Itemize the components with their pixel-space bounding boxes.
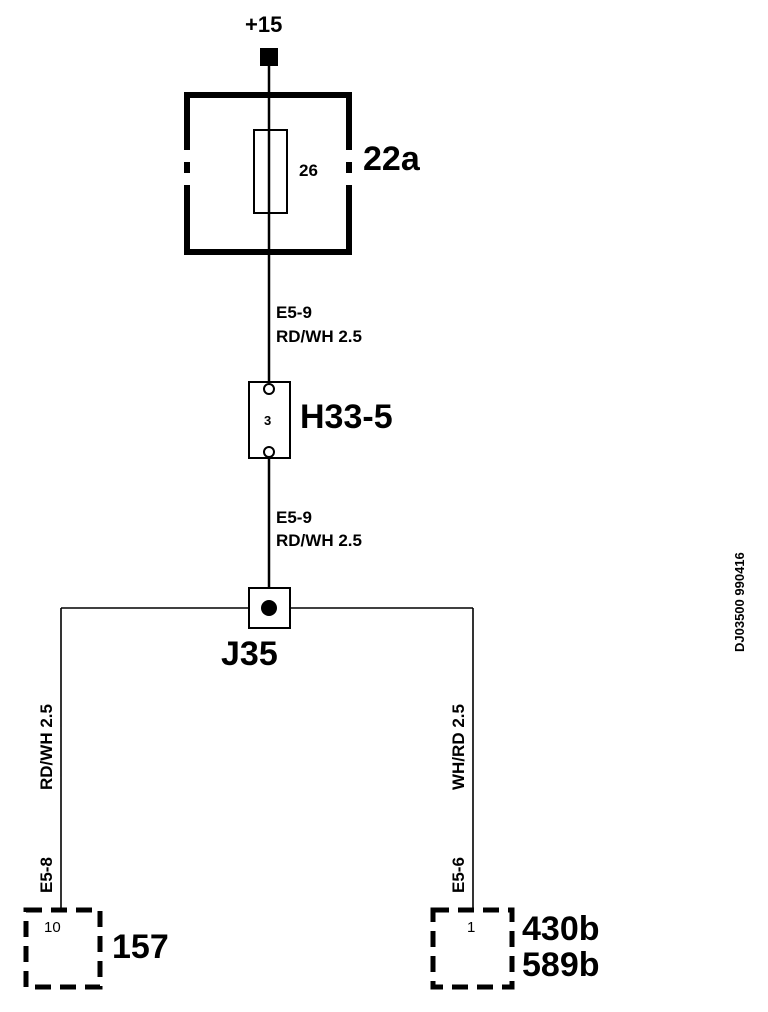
drawing-reference: DJ03500 990416: [732, 552, 747, 652]
wire-middle-code: E5-9: [276, 508, 312, 527]
component-157-pin: 10: [44, 919, 61, 936]
connector-pin-bottom: [263, 446, 275, 458]
fuse-element: [253, 129, 288, 214]
wire-upper-spec: RD/WH 2.5: [276, 327, 362, 346]
component-430b-id: 430b: [522, 910, 600, 948]
wire-left-spec: RD/WH 2.5: [37, 704, 56, 790]
fuse-number: 26: [299, 161, 318, 180]
wire-upper-code: E5-9: [276, 303, 312, 322]
connector-pin-top: [263, 383, 275, 395]
connector-pin-number: 3: [264, 413, 271, 428]
component-430b-box: [430, 907, 515, 990]
wire-middle-spec: RD/WH 2.5: [276, 531, 362, 550]
wire-right-code: E5-6: [449, 857, 468, 893]
component-157-box: [23, 907, 103, 990]
supply-label: +15: [245, 12, 282, 37]
component-157-id: 157: [112, 928, 169, 966]
fuse-box-id: 22a: [363, 140, 421, 178]
wire-left-code: E5-8: [37, 857, 56, 893]
connector-id: H33-5: [300, 398, 393, 436]
wire-right-spec: WH/RD 2.5: [449, 704, 468, 790]
component-430b-pin: 1: [467, 919, 475, 936]
junction-id: J35: [221, 635, 278, 673]
junction-node: [261, 600, 277, 616]
component-589b-id: 589b: [522, 946, 600, 984]
